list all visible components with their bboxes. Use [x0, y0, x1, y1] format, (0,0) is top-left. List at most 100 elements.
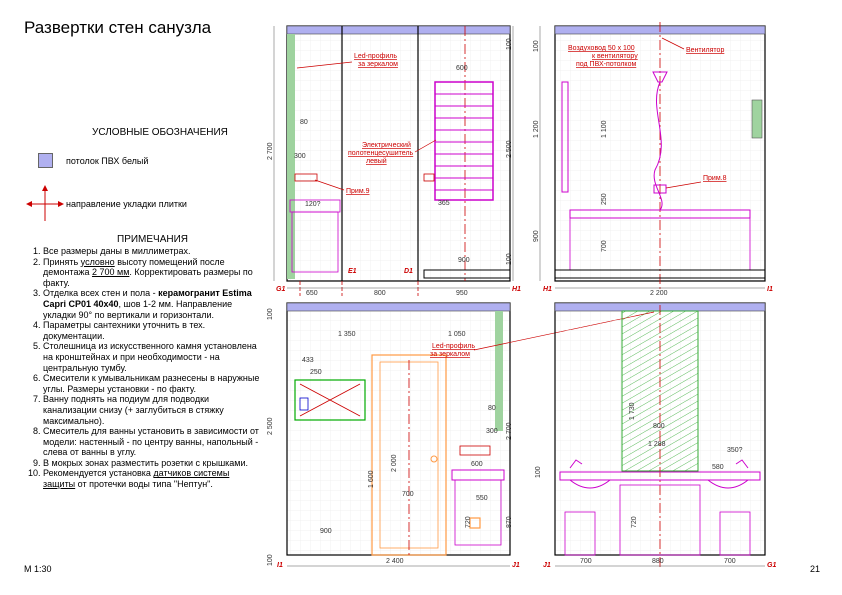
towel-heater — [434, 81, 494, 201]
fan-icon — [652, 71, 668, 83]
legend-ceiling-label: потолок ПВХ белый — [66, 156, 149, 166]
dim-300-p3: 300 — [486, 428, 498, 435]
dim-600-p3: 600 — [471, 461, 483, 468]
dim-720-p3: 720 — [465, 516, 472, 528]
label-heater-c: левый — [366, 157, 387, 165]
dim-80: 80 — [300, 119, 308, 126]
notes-heading: ПРИМЕЧАНИЯ — [117, 234, 189, 245]
dim-1350: 1 350 — [338, 331, 356, 338]
note-2: Принять условно высоту помещений после д… — [43, 257, 263, 289]
dim-100-p3a: 100 — [267, 308, 274, 320]
legend-tile-label: направление укладки плитки — [66, 199, 187, 209]
dim-800-p4: 800 — [653, 423, 665, 430]
note-7: Ванну поднять на подиум для подводки кан… — [43, 394, 263, 426]
axis-i1-p3: I1 — [277, 562, 283, 569]
led-profile-strip — [287, 34, 295, 279]
dim-2700: 2 700 — [267, 142, 274, 160]
dim-1730: 1 730 — [629, 402, 636, 420]
label-led-3a: Led-профиль — [432, 343, 475, 350]
dim-800: 800 — [374, 290, 386, 297]
note-1: Все размеры даны в миллиметрах. — [43, 246, 263, 257]
dim-2200: 2 200 — [650, 290, 668, 297]
dim-365: 365 — [438, 200, 450, 207]
label-led-1b: за зеркалом — [358, 61, 398, 68]
note-6: Смесители к умывальникам разнесены в нар… — [43, 373, 263, 394]
dim-950: 950 — [456, 290, 468, 297]
ceiling-strip — [286, 25, 511, 35]
vanity-cabinet — [619, 484, 701, 556]
axis-h1-p2: H1 — [543, 286, 552, 293]
axis-e1: E1 — [348, 268, 357, 275]
notes-list: Все размеры даны в миллиметрах. Принять … — [27, 246, 263, 490]
label-led-3b: за зеркалом — [430, 351, 470, 358]
dim-350: 350? — [727, 447, 743, 454]
dim-900: 900 — [458, 257, 470, 264]
socket-block — [294, 173, 318, 182]
axis-j1-p4: J1 — [543, 562, 551, 569]
axis-h1-p1: H1 — [512, 286, 521, 293]
dim-433: 433 — [302, 357, 314, 364]
mirror-cabinet — [294, 379, 366, 421]
dim-1050: 1 050 — [448, 331, 466, 338]
dim-100-p3b: 100 — [267, 554, 274, 566]
label-heater-a: Электрический — [362, 141, 411, 149]
dim-2000: 2 000 — [391, 454, 398, 472]
dim-250: 250 — [310, 369, 322, 376]
dim-600: 600 — [456, 65, 468, 72]
panel-4-elevation: 1 730 800 1 288 350? 580 100 720 700 880… — [535, 302, 776, 569]
washbasin-cabinet — [291, 211, 339, 273]
panel-3-elevation: 1 350 1 050 433 250 2 500 2 700 2 000 1 … — [267, 302, 655, 569]
note-5: Столешница из искусственного камня устан… — [43, 341, 263, 373]
shower-hose — [653, 81, 663, 211]
dim-900-v: 900 — [533, 230, 540, 242]
countertop — [559, 471, 761, 481]
dim-1288: 1 288 — [648, 441, 666, 448]
ceiling-swatch — [38, 153, 53, 168]
dim-2400: 2 400 — [386, 558, 404, 565]
label-duct-a: Воздуховод 50 x 100 — [568, 45, 635, 52]
axis-g1-p4: G1 — [767, 562, 776, 569]
note-8: Смеситель для ванны установить в зависим… — [43, 426, 263, 458]
label-duct-b: к вентилятору — [592, 53, 638, 60]
label-heater-b: полотенцесушитель — [348, 150, 414, 157]
socket — [423, 173, 435, 182]
panel-1-elevation: 650 800 950 2 700 2 500 100 100 80 300 1… — [267, 25, 521, 297]
label-led-1a: Led-профиль — [354, 53, 397, 60]
dim-550: 550 — [476, 495, 488, 502]
dim-1600: 1 600 — [368, 470, 375, 488]
dim-100-v: 100 — [533, 40, 540, 52]
dim-900-p3: 900 — [320, 528, 332, 535]
dim-880: 880 — [652, 558, 664, 565]
label-duct-c: под ПВХ-потолком — [576, 61, 636, 68]
dim-700-v: 700 — [601, 240, 608, 252]
note-10: Рекомендуется установка датчиков системы… — [43, 468, 263, 489]
dim-700b-p4: 700 — [724, 558, 736, 565]
note-3: Отделка всех стен и пола - керамогранит … — [43, 288, 263, 320]
dim-1200-v: 1 200 — [533, 120, 540, 138]
panel-2-elevation: 2 200 1 200 1 100 250 700 900 100 Воздух… — [533, 22, 773, 297]
dim-2700-p3: 2 700 — [506, 422, 513, 440]
axis-g1: G1 — [276, 286, 285, 293]
axis-d1: D1 — [404, 268, 413, 275]
page-title: Развертки стен санузла — [24, 18, 212, 37]
dim-100-p4: 100 — [535, 466, 542, 478]
dim-250-v: 250 — [601, 193, 608, 205]
note-4: Параметры сантехники уточнить в тех. док… — [43, 320, 263, 341]
tile-direction-icon — [26, 185, 64, 221]
note-9: В мокрых зонах разместить розетки с крыш… — [43, 458, 263, 469]
dim-2500: 2 500 — [506, 140, 513, 158]
label-prim8: Прим.8 — [703, 175, 727, 182]
legend-heading: УСЛОВНЫЕ ОБОЗНАЧЕНИЯ — [92, 127, 228, 138]
dim-1100-v: 1 100 — [601, 120, 608, 138]
dim-650: 650 — [306, 290, 318, 297]
dim-870: 870 — [506, 516, 513, 528]
dim-580: 580 — [712, 464, 724, 471]
dim-700a-p4: 700 — [580, 558, 592, 565]
dim-1200: 120? — [305, 201, 321, 208]
dim-100b: 100 — [506, 253, 513, 265]
page-number: 21 — [810, 564, 821, 574]
dim-80-p3: 80 — [488, 405, 496, 412]
label-prim9: Прим.9 — [346, 188, 370, 195]
axis-j1-p3: J1 — [512, 562, 520, 569]
dim-300: 300 — [294, 153, 306, 160]
